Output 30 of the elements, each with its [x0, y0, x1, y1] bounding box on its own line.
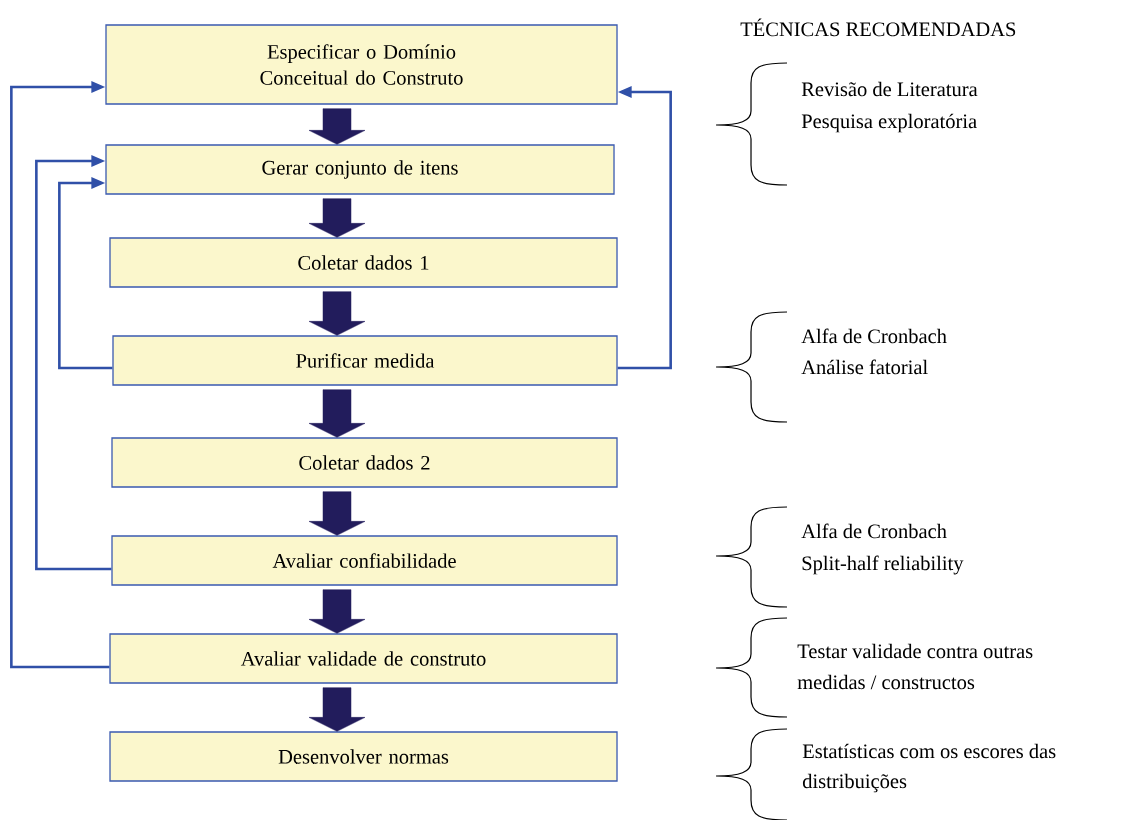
block-arrow [308, 589, 366, 634]
technique-text: Análise fatorial [801, 359, 928, 375]
process-box: Gerar conjunto de itens [105, 144, 615, 195]
process-box: Avaliar validade de construto [109, 633, 618, 684]
technique-text: Split-half reliability [802, 555, 964, 575]
feedback-arrow [35, 155, 112, 571]
process-box: Coletar dados 1 [109, 237, 618, 288]
process-box: Purificar medida [112, 335, 618, 386]
process-box: Desenvolver normas [109, 731, 618, 782]
block-arrow [308, 491, 366, 536]
block-arrow [308, 108, 366, 145]
feedback-arrow [58, 177, 113, 370]
technique-text: Pesquisa exploratória [801, 113, 977, 133]
technique-text: Alfa de Cronbach [801, 523, 947, 539]
feedback-arrow [617, 86, 672, 370]
technique-text: Revisão de Literatura [801, 81, 978, 97]
block-arrow [308, 198, 366, 238]
block-arrow [308, 687, 366, 732]
technique-text: distribuições [802, 773, 907, 793]
process-box: Avaliar confiabilidade [111, 535, 618, 586]
technique-text: Testar validade contra outras [797, 643, 1033, 659]
block-arrow [308, 291, 366, 336]
process-box: Coletar dados 2 [111, 437, 618, 488]
feedback-arrow [10, 81, 110, 669]
process-box: Especificar o Domínio Conceitual do Construto [105, 24, 618, 105]
block-arrow [308, 389, 366, 438]
column-heading: TÉCNICAS RECOMENDADAS [740, 18, 1016, 37]
technique-text: Alfa de Cronbach [801, 328, 947, 344]
technique-text: Estatísticas com os escores das [802, 743, 1056, 759]
technique-text: medidas / constructos [797, 674, 975, 690]
